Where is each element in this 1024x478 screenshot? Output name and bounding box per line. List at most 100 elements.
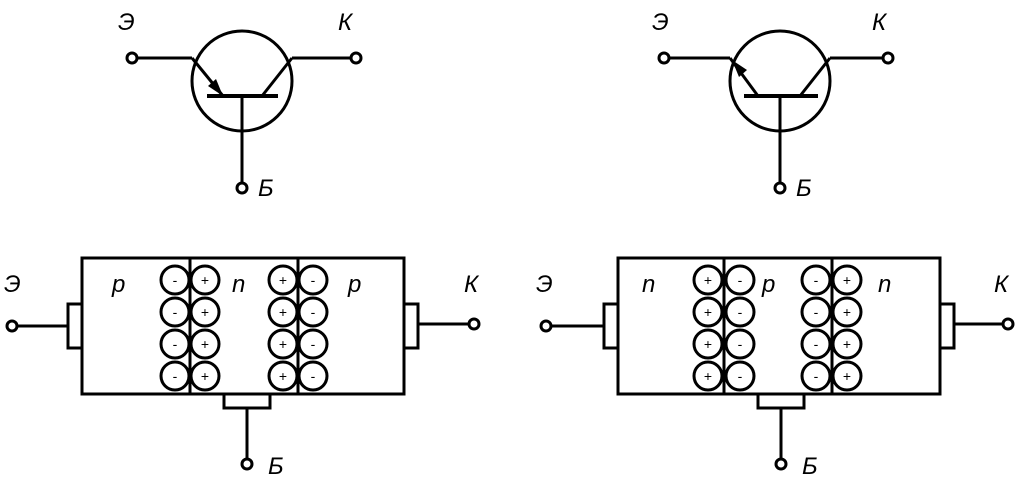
carrier: + xyxy=(189,360,221,392)
svg-text:-: - xyxy=(311,272,316,288)
pnp-base-structure-terminal xyxy=(240,457,254,471)
carrier: - xyxy=(159,296,191,328)
svg-text:+: + xyxy=(201,304,209,320)
svg-text:-: - xyxy=(814,304,819,320)
svg-text:+: + xyxy=(704,272,712,288)
pnp-collector-structure-terminal xyxy=(467,317,481,331)
carrier: - xyxy=(159,264,191,296)
npn-crystal xyxy=(616,256,942,396)
pnp-emitter-structure-terminal xyxy=(5,319,19,333)
carrier: + xyxy=(189,296,221,328)
npn-base-structure-terminal xyxy=(774,457,788,471)
npn-region-2-label: p xyxy=(761,271,775,298)
npn-emitter-structure-terminal xyxy=(539,319,553,333)
carrier: - xyxy=(800,296,832,328)
svg-text:-: - xyxy=(738,272,743,288)
npn-emitter-terminal xyxy=(657,51,671,65)
npn-emitter-contact xyxy=(602,302,620,350)
svg-text:+: + xyxy=(279,336,287,352)
npn-emitter-arrow-icon xyxy=(732,60,747,77)
carrier: + xyxy=(831,264,863,296)
pnp-symbol: Э К Б xyxy=(118,9,363,202)
svg-text:+: + xyxy=(201,272,209,288)
svg-text:+: + xyxy=(843,368,851,384)
carrier: + xyxy=(189,328,221,360)
pnp-emitter-terminal xyxy=(125,51,139,65)
carrier: + xyxy=(267,328,299,360)
pnp-region-1-label: p xyxy=(111,271,125,298)
svg-text:-: - xyxy=(814,272,819,288)
svg-text:-: - xyxy=(173,368,178,384)
svg-text:-: - xyxy=(814,368,819,384)
pnp-collector-terminal xyxy=(349,51,363,65)
pnp-region-2-label: n xyxy=(232,271,245,298)
npn-collector-line xyxy=(798,57,832,97)
carrier: - xyxy=(800,264,832,296)
npn-structure: Э К Б n p n + + + + - - - - - - - - + + … xyxy=(536,256,1015,478)
npn-left-junction: + + + + - - - - xyxy=(692,264,756,392)
carrier: + xyxy=(189,264,221,296)
npn-base-terminal xyxy=(773,181,787,195)
pnp-structure: Э К Б p n p - - - - + + + + + + + + - - … xyxy=(4,256,481,478)
carrier: + xyxy=(692,360,724,392)
carrier: - xyxy=(159,360,191,392)
svg-text:-: - xyxy=(311,336,316,352)
pnp-symbol-collector-label: К xyxy=(338,9,354,36)
pnp-right-junction: + + + + - - - - xyxy=(267,264,329,392)
svg-text:-: - xyxy=(173,336,178,352)
pnp-region-3-label: p xyxy=(347,271,361,298)
carrier: - xyxy=(800,328,832,360)
carrier: + xyxy=(692,296,724,328)
carrier: + xyxy=(267,360,299,392)
npn-region-1-label: n xyxy=(642,271,655,298)
svg-text:+: + xyxy=(704,368,712,384)
svg-text:+: + xyxy=(843,304,851,320)
svg-text:-: - xyxy=(814,336,819,352)
svg-text:-: - xyxy=(738,368,743,384)
svg-text:+: + xyxy=(843,336,851,352)
carrier: + xyxy=(831,328,863,360)
pnp-symbol-emitter-label: Э xyxy=(118,9,135,36)
carrier: - xyxy=(297,296,329,328)
npn-right-junction: - - - - + + + + xyxy=(800,264,863,392)
npn-structure-emitter-label: Э xyxy=(536,271,553,298)
npn-structure-base-label: Б xyxy=(802,453,818,478)
carrier: + xyxy=(692,264,724,296)
npn-symbol-collector-label: К xyxy=(872,9,888,36)
npn-collector-contact xyxy=(938,302,956,350)
svg-text:-: - xyxy=(738,336,743,352)
svg-text:-: - xyxy=(173,272,178,288)
carrier: - xyxy=(159,328,191,360)
carrier: - xyxy=(724,360,756,392)
pnp-left-junction: - - - - + + + + xyxy=(159,264,221,392)
npn-collector-structure-terminal xyxy=(1001,317,1015,331)
carrier: - xyxy=(297,360,329,392)
npn-symbol-emitter-label: Э xyxy=(652,9,669,36)
svg-text:-: - xyxy=(173,304,178,320)
npn-symbol-base-label: Б xyxy=(796,175,812,202)
carrier: + xyxy=(831,360,863,392)
pnp-collector-contact xyxy=(402,302,420,350)
carrier: - xyxy=(297,264,329,296)
carrier: + xyxy=(267,296,299,328)
svg-text:+: + xyxy=(279,304,287,320)
svg-text:+: + xyxy=(201,336,209,352)
npn-structure-collector-label: К xyxy=(994,271,1010,298)
carrier: - xyxy=(724,328,756,360)
npn-base-contact xyxy=(756,392,806,410)
svg-text:-: - xyxy=(311,368,316,384)
carrier: + xyxy=(831,296,863,328)
carrier: + xyxy=(692,328,724,360)
carrier: - xyxy=(297,328,329,360)
pnp-structure-emitter-label: Э xyxy=(4,271,21,298)
svg-text:+: + xyxy=(843,272,851,288)
svg-text:+: + xyxy=(279,272,287,288)
npn-symbol: Э К Б xyxy=(652,9,895,202)
pnp-emitter-arrow-icon xyxy=(208,79,223,96)
svg-text:+: + xyxy=(704,304,712,320)
carrier: + xyxy=(267,264,299,296)
npn-region-3-label: n xyxy=(878,271,891,298)
pnp-collector-line xyxy=(260,57,294,97)
npn-collector-terminal xyxy=(881,51,895,65)
carrier: - xyxy=(800,360,832,392)
